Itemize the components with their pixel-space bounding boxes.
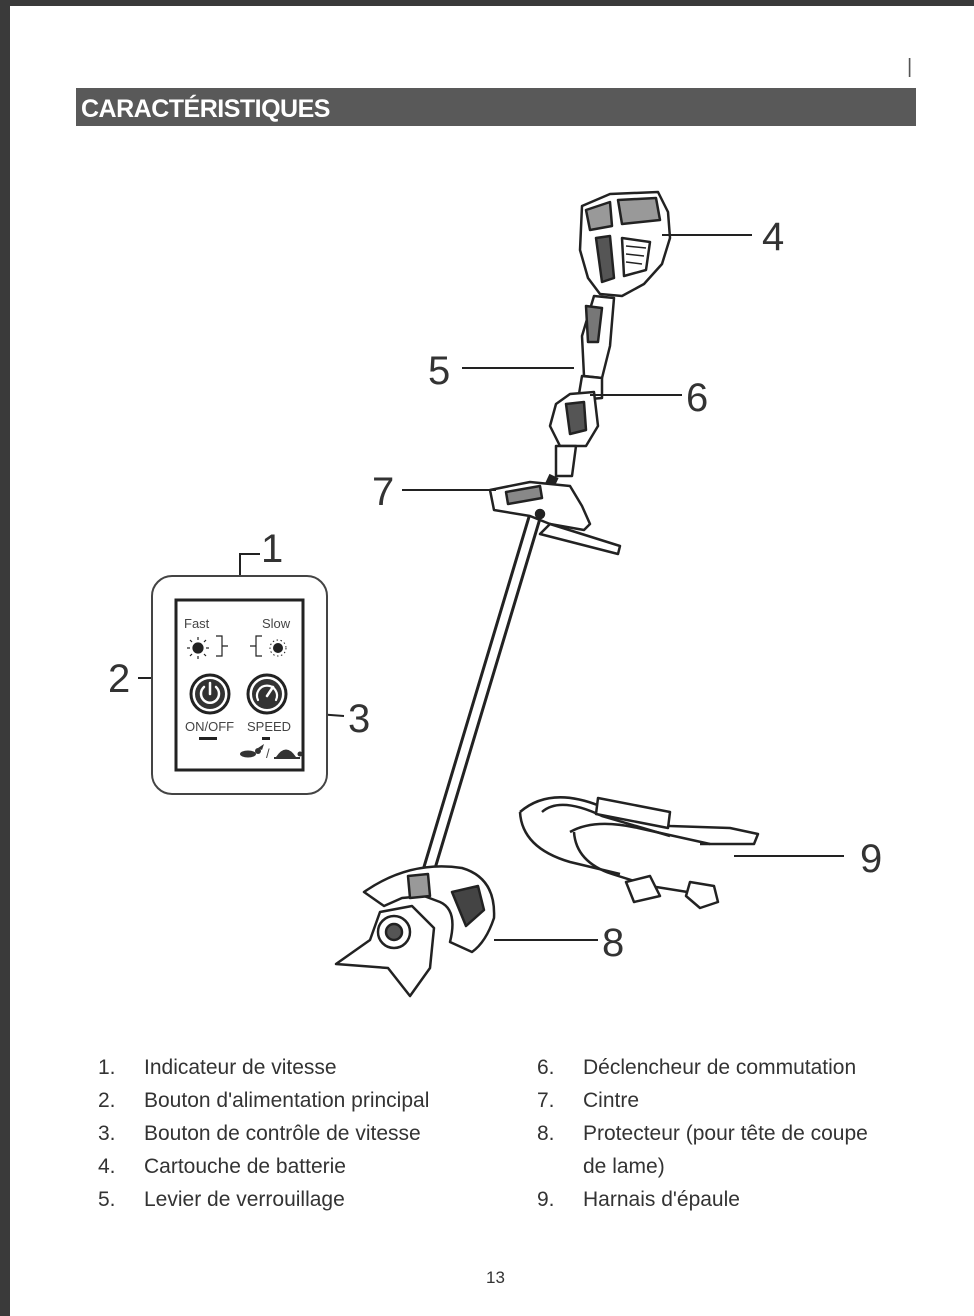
callout-9: 9	[860, 837, 882, 881]
legend-text: Déclencheur de commutation	[583, 1056, 857, 1079]
legend-left-column: 1. Indicateur de vitesse 2. Bouton d'ali…	[98, 1056, 498, 1221]
legend-text: Protecteur (pour tête de coupe	[583, 1122, 868, 1145]
legend-right-column: 6. Déclencheur de commutation 7. Cintre …	[537, 1056, 957, 1221]
legend-item: 4. Cartouche de batterie	[98, 1155, 498, 1188]
power-button-icon	[189, 673, 231, 715]
legend-item: 6. Déclencheur de commutation	[537, 1056, 957, 1089]
turtle-icon	[274, 749, 303, 759]
shaft-drawing	[417, 473, 559, 893]
control-panel-inset: Fast Slow	[151, 575, 328, 795]
legend-number: 2.	[98, 1089, 116, 1112]
manual-page: | CARACTÉRISTIQUES	[10, 6, 974, 1316]
callout-6: 6	[686, 376, 708, 420]
callout-2: 2	[108, 657, 130, 701]
battery-pack-drawing	[578, 190, 672, 298]
legend-text: Bouton d'alimentation principal	[144, 1089, 430, 1112]
page-number: 13	[486, 1268, 505, 1287]
legend-item: 1. Indicateur de vitesse	[98, 1056, 498, 1089]
legend-item: 7. Cintre	[537, 1089, 957, 1122]
callout-7: 7	[372, 470, 394, 514]
legend-number: 1.	[98, 1056, 116, 1079]
fast-led-icon	[187, 637, 209, 659]
legend-text: Bouton de contrôle de vitesse	[144, 1122, 421, 1145]
section-title-bar: CARACTÉRISTIQUES	[76, 88, 916, 126]
handle-drawing	[548, 294, 616, 478]
callout-1: 1	[261, 527, 283, 571]
legend-text: Cintre	[583, 1089, 640, 1112]
harness-drawing	[518, 796, 760, 910]
legend-text: Levier de verrouillage	[144, 1188, 345, 1211]
callout-4: 4	[762, 215, 784, 259]
legend-text: de lame)	[583, 1155, 665, 1178]
speed-button-icon	[246, 673, 288, 715]
legend-number: 7.	[537, 1089, 555, 1112]
slow-led-icon	[269, 639, 287, 657]
callout-numbers: 1 2 3 4 5 6 7 8 9	[108, 215, 882, 965]
callout-8: 8	[602, 921, 624, 965]
legend-item: 3. Bouton de contrôle de vitesse	[98, 1122, 498, 1155]
legend-number: 5.	[98, 1188, 116, 1211]
legend-text: Cartouche de batterie	[144, 1155, 346, 1178]
legend-item: 2. Bouton d'alimentation principal	[98, 1089, 498, 1122]
legend-text: Indicateur de vitesse	[144, 1056, 337, 1079]
rabbit-icon	[240, 744, 264, 758]
legend-item: 9. Harnais d'épaule	[537, 1188, 957, 1221]
callout-3: 3	[348, 697, 370, 741]
trimmer-illustration: Fast Slow	[108, 190, 882, 998]
section-title: CARACTÉRISTIQUES	[81, 95, 330, 123]
legend-item-continuation: de lame)	[537, 1155, 957, 1188]
legend-item: 8. Protecteur (pour tête de coupe	[537, 1122, 957, 1155]
legend-number: 9.	[537, 1188, 555, 1211]
corner-mark: |	[907, 56, 913, 78]
slow-label: Slow	[262, 616, 291, 631]
speed-indicator-dash	[262, 737, 270, 740]
callout-5: 5	[428, 349, 450, 393]
power-indicator-dash	[199, 737, 217, 740]
speed-label: SPEED	[247, 719, 291, 734]
legend-number: 4.	[98, 1155, 116, 1178]
bar-handle-drawing	[488, 480, 622, 556]
legend-number: 6.	[537, 1056, 555, 1079]
fast-label: Fast	[184, 616, 210, 631]
guard-drawing	[334, 865, 496, 998]
legend-number: 8.	[537, 1122, 555, 1145]
legend-number: 3.	[98, 1122, 116, 1145]
legend-item: 5. Levier de verrouillage	[98, 1188, 498, 1221]
on-off-label: ON/OFF	[185, 719, 234, 734]
speed-modes-separator: /	[266, 746, 270, 761]
legend-text: Harnais d'épaule	[583, 1188, 740, 1211]
